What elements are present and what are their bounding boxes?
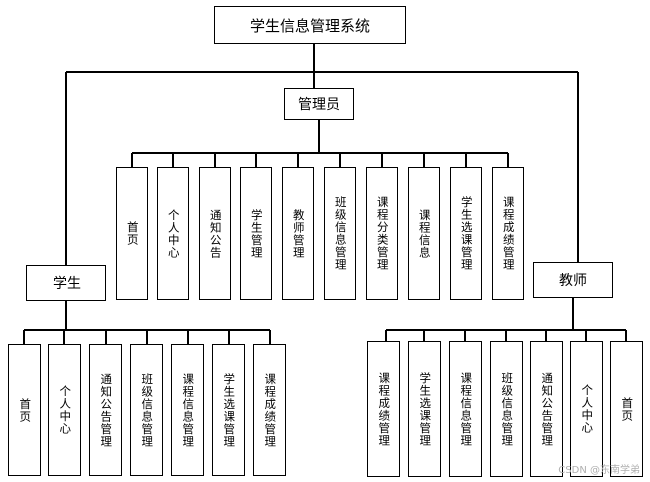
teacher-box: 教师 <box>533 262 613 298</box>
admin-function-box: 通知公告 <box>199 167 231 300</box>
admin-label: 管理员 <box>298 97 340 113</box>
admin-function-label: 课程分类管理 <box>375 196 390 271</box>
admin-function-label: 个人中心 <box>166 208 181 259</box>
student-function-label: 学生选课管理 <box>222 372 237 448</box>
student-function-label: 个人中心 <box>58 385 73 435</box>
teacher-function-box: 个人中心 <box>570 341 603 477</box>
admin-function-box: 学生选课管理 <box>450 167 482 300</box>
admin-function-label: 课程成绩管理 <box>501 196 516 271</box>
student-function-box: 班级信息管理 <box>130 344 163 476</box>
teacher-function-box: 通知公告管理 <box>530 341 563 477</box>
student-function-box: 个人中心 <box>48 344 81 476</box>
admin-function-label: 教师管理 <box>291 208 306 259</box>
student-function-label: 通知公告管理 <box>99 372 114 448</box>
admin-function-box: 学生管理 <box>240 167 272 300</box>
student-function-box: 首页 <box>8 344 41 476</box>
admin-function-box: 个人中心 <box>157 167 189 300</box>
teacher-function-label: 课程成绩管理 <box>377 371 392 447</box>
teacher-function-label: 课程信息管理 <box>459 371 474 447</box>
student-function-box: 课程信息管理 <box>171 344 204 476</box>
teacher-function-label: 个人中心 <box>580 384 595 434</box>
admin-function-box: 教师管理 <box>282 167 314 300</box>
admin-function-box: 课程信息 <box>408 167 440 300</box>
teacher-label: 教师 <box>559 273 587 289</box>
teacher-function-box: 课程成绩管理 <box>367 341 400 477</box>
teacher-function-label: 学生选课管理 <box>418 371 433 447</box>
admin-box: 管理员 <box>284 88 354 120</box>
system-title-box: 学生信息管理系统 <box>214 6 406 44</box>
admin-function-box: 首页 <box>116 167 148 300</box>
student-box: 学生 <box>26 265 106 301</box>
student-label: 学生 <box>53 276 81 292</box>
student-function-box: 课程成绩管理 <box>253 344 286 476</box>
student-function-box: 学生选课管理 <box>212 344 245 476</box>
student-function-box: 通知公告管理 <box>89 344 122 476</box>
admin-function-box: 课程分类管理 <box>366 167 398 300</box>
watermark: CSDN @东南学弟 <box>558 465 640 476</box>
admin-function-label: 首页 <box>125 221 140 246</box>
admin-function-label: 学生管理 <box>249 208 264 259</box>
admin-function-label: 班级信息管理 <box>333 196 348 271</box>
student-function-label: 课程信息管理 <box>181 372 196 448</box>
teacher-function-label: 通知公告管理 <box>540 371 555 447</box>
student-function-label: 班级信息管理 <box>140 372 155 448</box>
teacher-function-box: 首页 <box>610 341 643 477</box>
student-function-label: 首页 <box>18 397 33 423</box>
admin-function-label: 学生选课管理 <box>459 196 474 271</box>
admin-function-box: 课程成绩管理 <box>492 167 524 300</box>
system-title: 学生信息管理系统 <box>249 16 370 35</box>
teacher-function-label: 首页 <box>620 396 635 422</box>
teacher-function-label: 班级信息管理 <box>500 371 515 447</box>
teacher-function-box: 学生选课管理 <box>408 341 441 477</box>
student-function-label: 课程成绩管理 <box>263 372 278 448</box>
teacher-function-box: 班级信息管理 <box>490 341 523 477</box>
admin-function-label: 通知公告 <box>208 208 223 259</box>
teacher-function-box: 课程信息管理 <box>449 341 482 477</box>
admin-function-label: 课程信息 <box>417 208 432 259</box>
admin-function-box: 班级信息管理 <box>324 167 356 300</box>
